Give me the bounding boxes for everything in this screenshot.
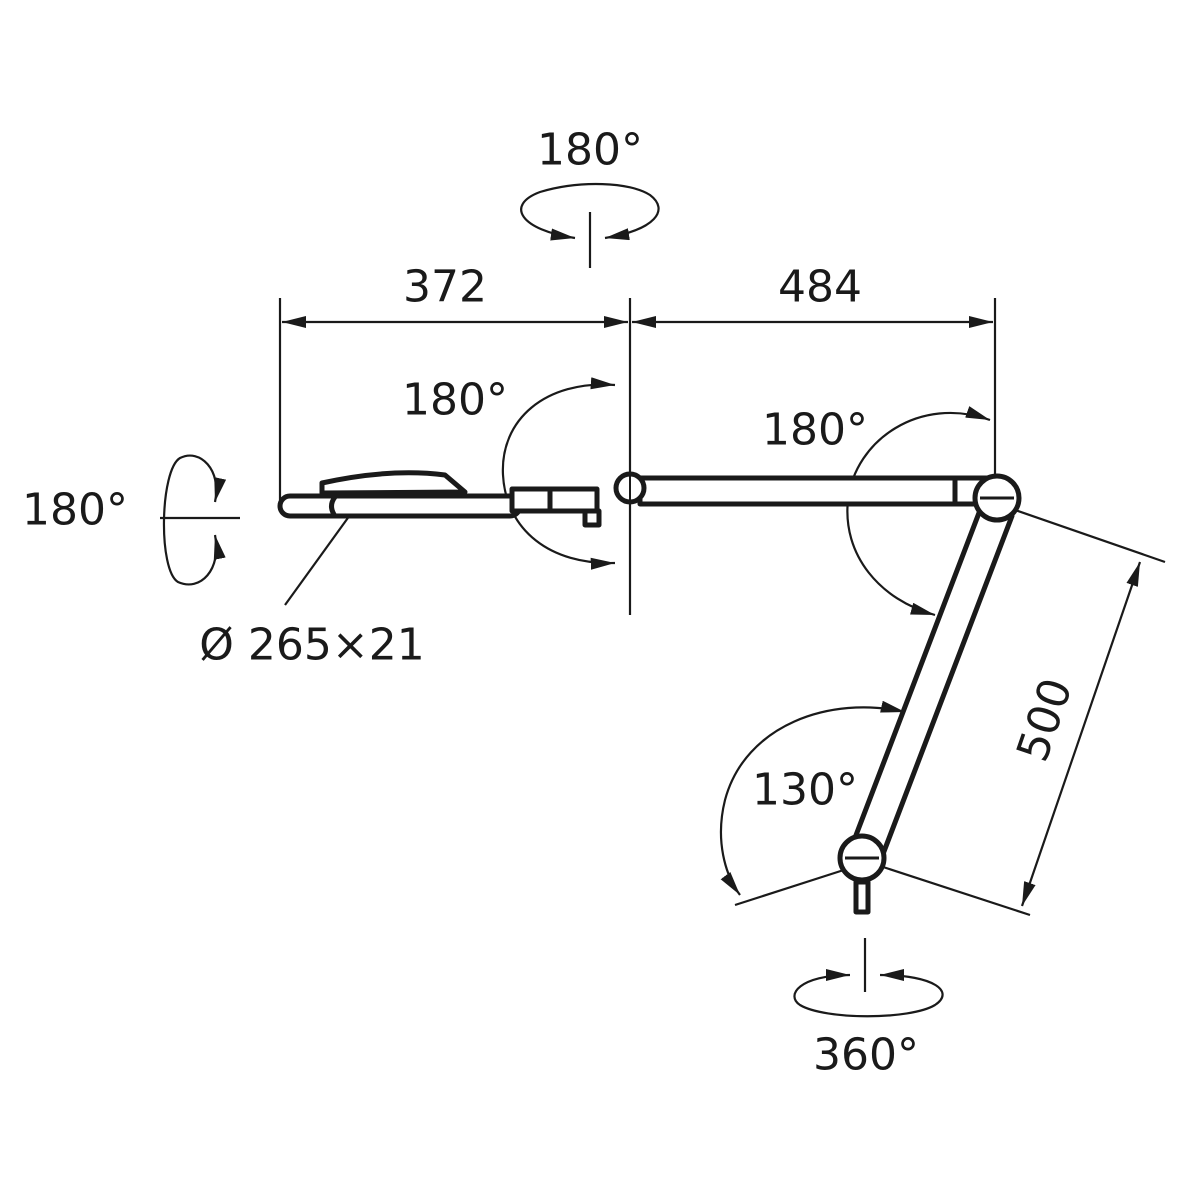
rotation-label-head-side: 180° (22, 484, 128, 536)
rotation-arrow-head-tilt (501, 377, 616, 570)
rotation-arrow-head-side (162, 454, 227, 586)
rotation-label-base-swivel: 360° (813, 1029, 919, 1081)
extension-line-500-top (1014, 508, 1166, 564)
extension-line-500-bottom (879, 864, 1031, 917)
leader-head-size (284, 514, 351, 606)
lamp-shade (319, 470, 468, 496)
rotation-label-base-tilt: 130° (752, 764, 858, 816)
rotation-arrow-head-top (520, 182, 660, 241)
lamp-neck (509, 486, 600, 514)
dimension-label-484: 484 (778, 261, 862, 313)
neck-clip (582, 508, 602, 528)
rotation-arrow-base-swivel (793, 968, 944, 1018)
lamp-head (277, 493, 523, 519)
lamp-head-ring (329, 495, 338, 518)
rotation-arrow-base-tilt (719, 700, 906, 896)
dimension-label-head-size: Ø 265×21 (199, 619, 425, 671)
extension-line-130 (734, 866, 851, 907)
rotation-label-head-tilt: 180° (402, 374, 508, 426)
lower-arm (842, 502, 1015, 878)
dimension-label-372: 372 (403, 261, 487, 313)
base-stub (853, 879, 871, 915)
rotation-label-elbow: 180° (762, 404, 868, 456)
upper-arm (637, 475, 1003, 507)
rotation-label-head-top: 180° (537, 124, 643, 176)
dimension-line-500 (1020, 561, 1142, 907)
